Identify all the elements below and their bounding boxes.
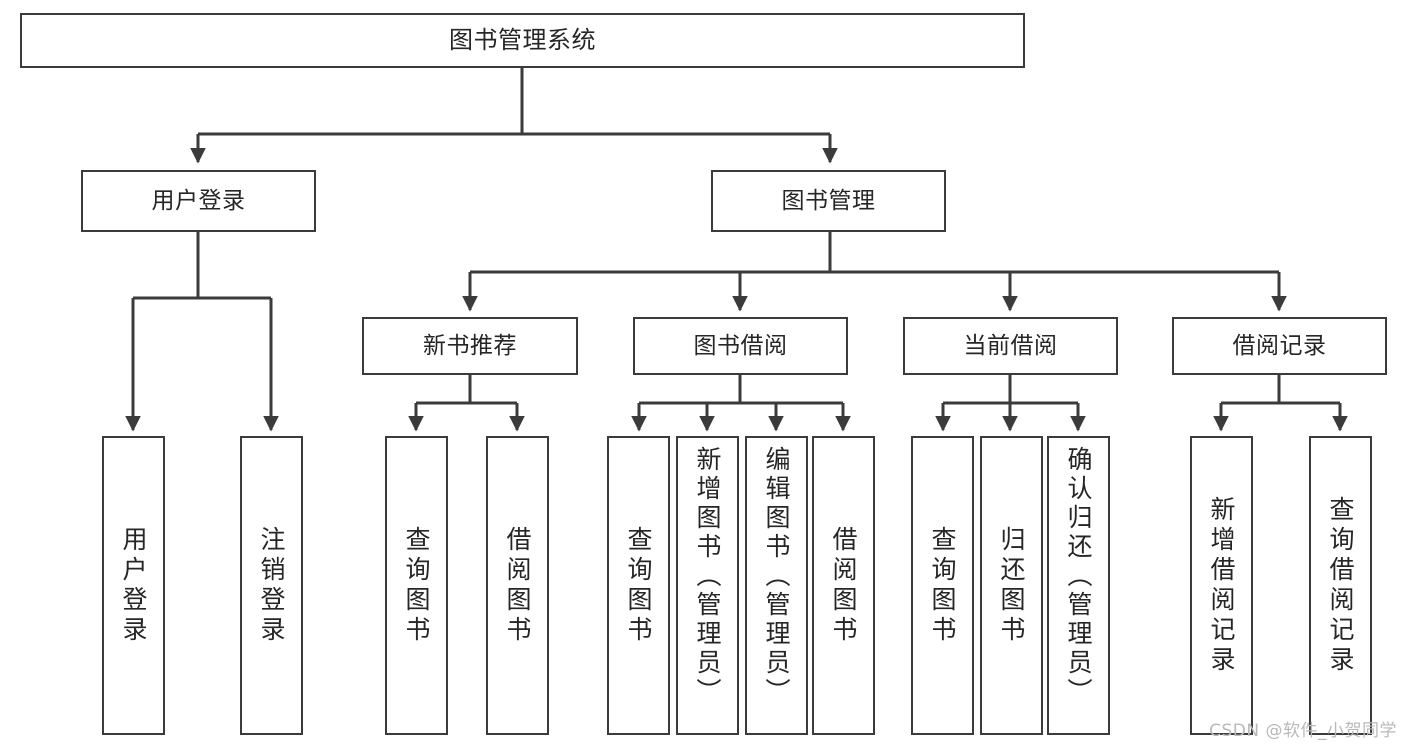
node-label: 新增图书（管理员） <box>693 446 722 707</box>
node-book-borrow[interactable]: 图书借阅 <box>633 317 848 375</box>
node-label: 用户登录 <box>119 525 148 646</box>
node-label: 图书借阅 <box>693 332 788 359</box>
leaf-user-login-logout[interactable]: 注销登录 <box>240 436 303 735</box>
leaf-borrow-record-add-record[interactable]: 新增借阅记录 <box>1190 436 1253 735</box>
node-label: 借阅图书 <box>503 525 532 646</box>
node-label: 查询图书 <box>928 525 957 646</box>
node-user-login[interactable]: 用户登录 <box>81 170 316 232</box>
leaf-book-borrow-add-book-admin[interactable]: 新增图书（管理员） <box>676 436 739 735</box>
node-label: 图书管理 <box>781 187 876 214</box>
node-current-borrow[interactable]: 当前借阅 <box>903 317 1118 375</box>
node-label: 用户登录 <box>151 187 246 214</box>
node-label: 借阅图书 <box>829 525 858 646</box>
leaf-book-borrow-query-book[interactable]: 查询图书 <box>607 436 670 735</box>
node-label: 注销登录 <box>257 525 286 646</box>
node-label: 新增借阅记录 <box>1207 495 1236 676</box>
node-new-book-recommend[interactable]: 新书推荐 <box>362 317 578 375</box>
node-label: 借阅记录 <box>1232 332 1327 359</box>
node-label: 当前借阅 <box>963 332 1058 359</box>
leaf-new-book-query-book[interactable]: 查询图书 <box>385 436 448 735</box>
leaf-book-borrow-borrow-book[interactable]: 借阅图书 <box>812 436 875 735</box>
node-label: 查询图书 <box>402 525 431 646</box>
node-label: 确认归还（管理员） <box>1064 446 1093 707</box>
node-label: 查询借阅记录 <box>1326 495 1355 676</box>
leaf-borrow-record-query-record[interactable]: 查询借阅记录 <box>1309 436 1372 735</box>
node-label: 查询图书 <box>624 525 653 646</box>
leaf-current-borrow-confirm-return-admin[interactable]: 确认归还（管理员） <box>1047 436 1110 735</box>
node-label: 新书推荐 <box>423 332 517 359</box>
watermark-text: CSDN @软件_小贺同学 <box>1209 721 1397 741</box>
node-root-system[interactable]: 图书管理系统 <box>20 13 1025 68</box>
node-label: 归还图书 <box>997 525 1026 646</box>
leaf-current-borrow-query-book[interactable]: 查询图书 <box>911 436 974 735</box>
leaf-new-book-borrow-book[interactable]: 借阅图书 <box>486 436 549 735</box>
node-book-management[interactable]: 图书管理 <box>711 170 946 232</box>
node-label: 编辑图书（管理员） <box>762 446 791 707</box>
leaf-book-borrow-edit-book-admin[interactable]: 编辑图书（管理员） <box>745 436 808 735</box>
node-label: 图书管理系统 <box>449 25 596 54</box>
leaf-user-login-login[interactable]: 用户登录 <box>102 436 165 735</box>
node-borrow-record[interactable]: 借阅记录 <box>1172 317 1387 375</box>
leaf-current-borrow-return-book[interactable]: 归还图书 <box>980 436 1043 735</box>
